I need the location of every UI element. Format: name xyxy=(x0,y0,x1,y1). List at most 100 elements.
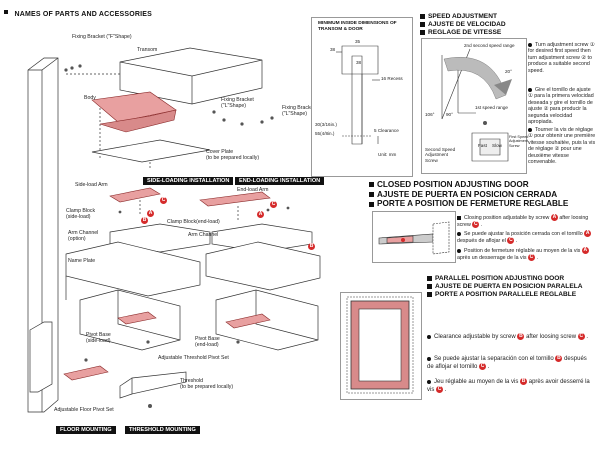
bullet-dot-icon xyxy=(427,379,431,384)
bar-threshold-mounting: THRESHOLD MOUNTING xyxy=(125,426,200,434)
closed-arm-diagram xyxy=(378,221,450,255)
dim-38b: 38 xyxy=(356,60,362,65)
first-speed-range-label: 1st speed range xyxy=(475,105,508,110)
label-body: Body xyxy=(84,95,96,101)
dim-unit: Unit: mm xyxy=(378,152,397,157)
label-name-plate: Name Plate xyxy=(68,258,96,264)
parallel-door-diagram xyxy=(346,296,414,394)
bullet-dot-icon xyxy=(457,248,461,253)
screw-b-marker: B xyxy=(520,378,528,385)
label-fixing-bracket-f: Fixing Bracket ("F"Shape) xyxy=(72,34,132,40)
screw-a-marker: A xyxy=(550,214,558,221)
bullet-square-icon xyxy=(369,201,374,207)
label-threshold: Threshold (to be prepared locally) xyxy=(180,378,234,390)
first-speed-screw-label: First Speed Adjustment Screw xyxy=(509,135,529,148)
bar-end-loading: END-LOADING INSTALLATION xyxy=(235,177,325,185)
parts-title: NAMES OF PARTS AND ACCESSORIES xyxy=(4,3,152,21)
bullet-dot-icon xyxy=(427,334,431,339)
speed-title-en: SPEED ADJUSTMENT xyxy=(428,13,497,20)
screw-c-marker: C xyxy=(472,221,480,229)
screw-b-marker: B xyxy=(517,333,525,340)
dim-16-recess: 16 Recess xyxy=(381,76,403,81)
screw-b-marker: B xyxy=(555,355,563,362)
label-end-load-arm: End-load Arm xyxy=(237,187,269,193)
marker-c-side: C xyxy=(160,197,167,204)
label-cover-plate: Cover Plate (to be prepared locally) xyxy=(206,149,260,161)
marker-b-side: B xyxy=(141,217,148,224)
bullet-dot-icon xyxy=(528,42,532,47)
speed-figure: 2nd second speed range 20° 1st speed ran… xyxy=(421,38,529,174)
bullet-square-icon xyxy=(420,29,425,35)
closed-text-es: Se puede ajustar la posición cerrada con… xyxy=(457,230,592,245)
bullet-dot-icon xyxy=(528,87,532,92)
screw-c-marker: C xyxy=(479,363,487,371)
bullet-square-icon xyxy=(427,291,432,297)
dimensions-title: MINIMUM INSIDE DIMENSIONS OF TRANSOM & D… xyxy=(318,21,397,32)
closed-figure xyxy=(372,211,456,263)
speed-title-fr: REGLAGE DE VITESSE xyxy=(428,29,502,36)
marker-c-end: C xyxy=(270,201,277,208)
bullet-square-icon xyxy=(427,275,432,281)
screw-c-marker: C xyxy=(527,254,535,262)
bar-side-loading: SIDE-LOADING INSTALLATION xyxy=(143,177,234,185)
screw-c-marker: C xyxy=(436,386,444,394)
closed-section-title: CLOSED POSITION ADJUSTING DOOR AJUSTE DE… xyxy=(369,180,568,209)
parallel-text-en: Clearance adjustable by screw B after lo… xyxy=(427,333,595,341)
speed-text-en: Turn adjustment screw ① for desired firs… xyxy=(528,42,595,74)
label-clamp-block-side: Clamp Block (side-load) xyxy=(66,208,96,220)
dim-35: 35 xyxy=(355,39,361,44)
marker-a-side: A xyxy=(147,210,154,217)
parallel-section-title: PARALLEL POSITION ADJUSTING DOOR AJUSTE … xyxy=(427,275,583,299)
second-speed-screw-label: Second Speed Adjustment Screw xyxy=(425,147,456,163)
screw-c-marker: C xyxy=(577,333,585,340)
label-pivot-base-side: Pivot Base (side-load) xyxy=(86,332,111,344)
screw-c-marker: C xyxy=(507,237,515,245)
label-arm-channel: Arm Channel xyxy=(188,232,219,238)
marker-b-end: B xyxy=(308,243,315,250)
marker-a-end: A xyxy=(257,211,264,218)
fast-label: Fast xyxy=(478,143,487,148)
bullet-dot-icon xyxy=(457,231,461,236)
slow-label: Slow xyxy=(492,143,502,148)
title-square-icon xyxy=(4,9,8,14)
speed-text-fr: Tourner la vis de réglage ① pour obtenir… xyxy=(528,127,596,166)
label-pivot-base-end: Pivot Base (end-load) xyxy=(195,336,220,348)
bullet-square-icon xyxy=(457,215,461,220)
label-arm-channel-option: Arm Channel (option) xyxy=(68,230,99,242)
dim-38: 38 xyxy=(330,47,336,52)
closed-text-en: Closing position adjustable by screw A a… xyxy=(457,214,589,229)
closed-text-fr: Position de fermeture réglable au moyen … xyxy=(457,247,589,262)
screw-a-marker: A xyxy=(581,247,589,254)
speed-text-es: Gire el tornillo de ajuste ① para la pri… xyxy=(528,87,594,126)
bullet-dot-icon xyxy=(528,127,532,132)
bullet-square-icon xyxy=(420,21,425,27)
bar-floor-mounting: FLOOR MOUNTING xyxy=(56,426,116,434)
bullet-square-icon xyxy=(420,13,425,19)
bullet-square-icon xyxy=(369,191,374,197)
speed-section: SPEED ADJUSTMENT AJUSTE DE VELOCIDAD REG… xyxy=(420,13,598,178)
label-fixing-bracket-l2: Fixing Bracket ("L"Shape) xyxy=(282,105,315,117)
label-clamp-block-end: Clamp Block(end-load) xyxy=(167,219,220,225)
speed-title-es: AJUSTE DE VELOCIDAD xyxy=(428,21,506,28)
dimensions-panel: MINIMUM INSIDE DIMENSIONS OF TRANSOM & D… xyxy=(311,17,413,177)
dim-5-clearance: 5 Clearance xyxy=(374,128,399,133)
parallel-text-fr: Jeu réglable au moyen de la vis B après … xyxy=(427,378,590,394)
label-adjustable-threshold-pivot: Adjustable Threshold Pivot Set xyxy=(158,355,229,361)
second-speed-range-label: 2nd second speed range xyxy=(464,43,515,48)
screw-a-marker: A xyxy=(584,230,592,237)
bullet-square-icon xyxy=(369,182,374,188)
label-transom: Transom xyxy=(137,47,158,53)
label-adjustable-floor-pivot: Adjustable Floor Pivot Set xyxy=(54,407,114,413)
bullet-square-icon xyxy=(427,283,432,289)
label-fixing-bracket-l1: Fixing Bracket ("L"Shape) xyxy=(221,97,254,109)
angle-20: 20° xyxy=(505,69,512,74)
dimension-drawing xyxy=(336,45,380,145)
parallel-figure xyxy=(340,292,422,400)
dim-55: 55(4/8in.) xyxy=(315,131,335,136)
bullet-dot-icon xyxy=(427,356,431,361)
parts-title-text: NAMES OF PARTS AND ACCESSORIES xyxy=(14,11,153,18)
angle-106: 106° xyxy=(425,112,435,117)
speed-arc-diagram xyxy=(441,48,512,162)
dim-30: 30(3/16in.) xyxy=(315,122,337,127)
